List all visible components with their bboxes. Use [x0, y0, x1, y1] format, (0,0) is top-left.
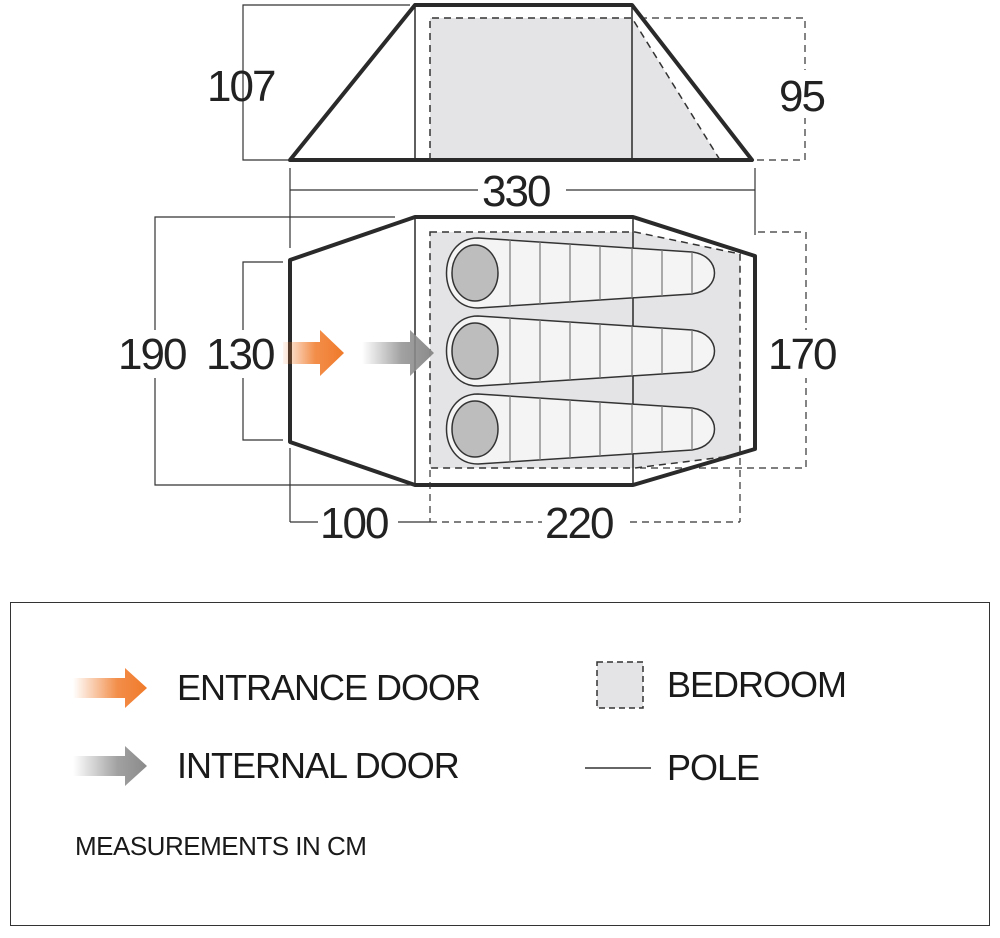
dim-label-220: 220: [545, 499, 613, 548]
bedroom-swatch-icon: [596, 661, 644, 709]
dim-label-100: 100: [320, 499, 388, 548]
legend: ENTRANCE DOOR INTERNAL DOOR BEDROOM POLE…: [10, 602, 990, 926]
legend-label-entrance-door: ENTRANCE DOOR: [177, 667, 481, 708]
side-bedroom-dashed: [429, 17, 721, 161]
side-bedroom-area: [430, 18, 720, 160]
floor-plan: [280, 215, 757, 487]
length-dimension-330: 330: [289, 167, 756, 248]
width-dimension-170: 170: [640, 231, 845, 469]
dim-label-130: 130: [206, 330, 274, 379]
internal-door-arrow-icon: [73, 746, 147, 786]
legend-entrance-door: ENTRANCE DOOR: [73, 667, 481, 709]
legend-label-bedroom: BEDROOM: [667, 664, 847, 705]
legend-label-pole: POLE: [667, 747, 760, 788]
tent-floor-plan-diagram: 107 95 330: [117, 3, 845, 548]
entrance-door-arrow-icon: [280, 330, 344, 376]
sleeping-bag-icon: [445, 393, 716, 465]
width-dimension-130: 130: [205, 261, 283, 441]
floor-outline: [288, 215, 757, 487]
dim-line-107: [242, 4, 410, 161]
legend-pole: POLE: [585, 747, 760, 789]
legend-internal-door: INTERNAL DOOR: [73, 745, 460, 787]
sleeping-bag-icon: [445, 315, 716, 387]
internal-door-arrow-icon: [362, 330, 434, 376]
legend-label-internal-door: INTERNAL DOOR: [177, 745, 460, 786]
length-dimension-220: 220: [430, 458, 741, 548]
width-dimension-190: 190: [117, 216, 415, 486]
side-elevation: 107 95: [207, 3, 837, 162]
dim-label-330: 330: [482, 167, 550, 216]
length-dimension-100: 100: [289, 448, 431, 548]
sleeping-bag-icon: [445, 237, 716, 309]
bedroom-dashed-outline: [429, 231, 741, 469]
pole-line-icon: [585, 767, 651, 769]
legend-bedroom: BEDROOM: [595, 660, 847, 710]
dim-label-190: 190: [118, 330, 186, 379]
dim-label-170: 170: [768, 330, 836, 379]
dim-label-95: 95: [779, 72, 824, 121]
measurements-note: MEASUREMENTS IN CM: [75, 831, 367, 861]
entrance-door-arrow-icon: [73, 668, 147, 708]
dim-label-107: 107: [207, 62, 275, 111]
